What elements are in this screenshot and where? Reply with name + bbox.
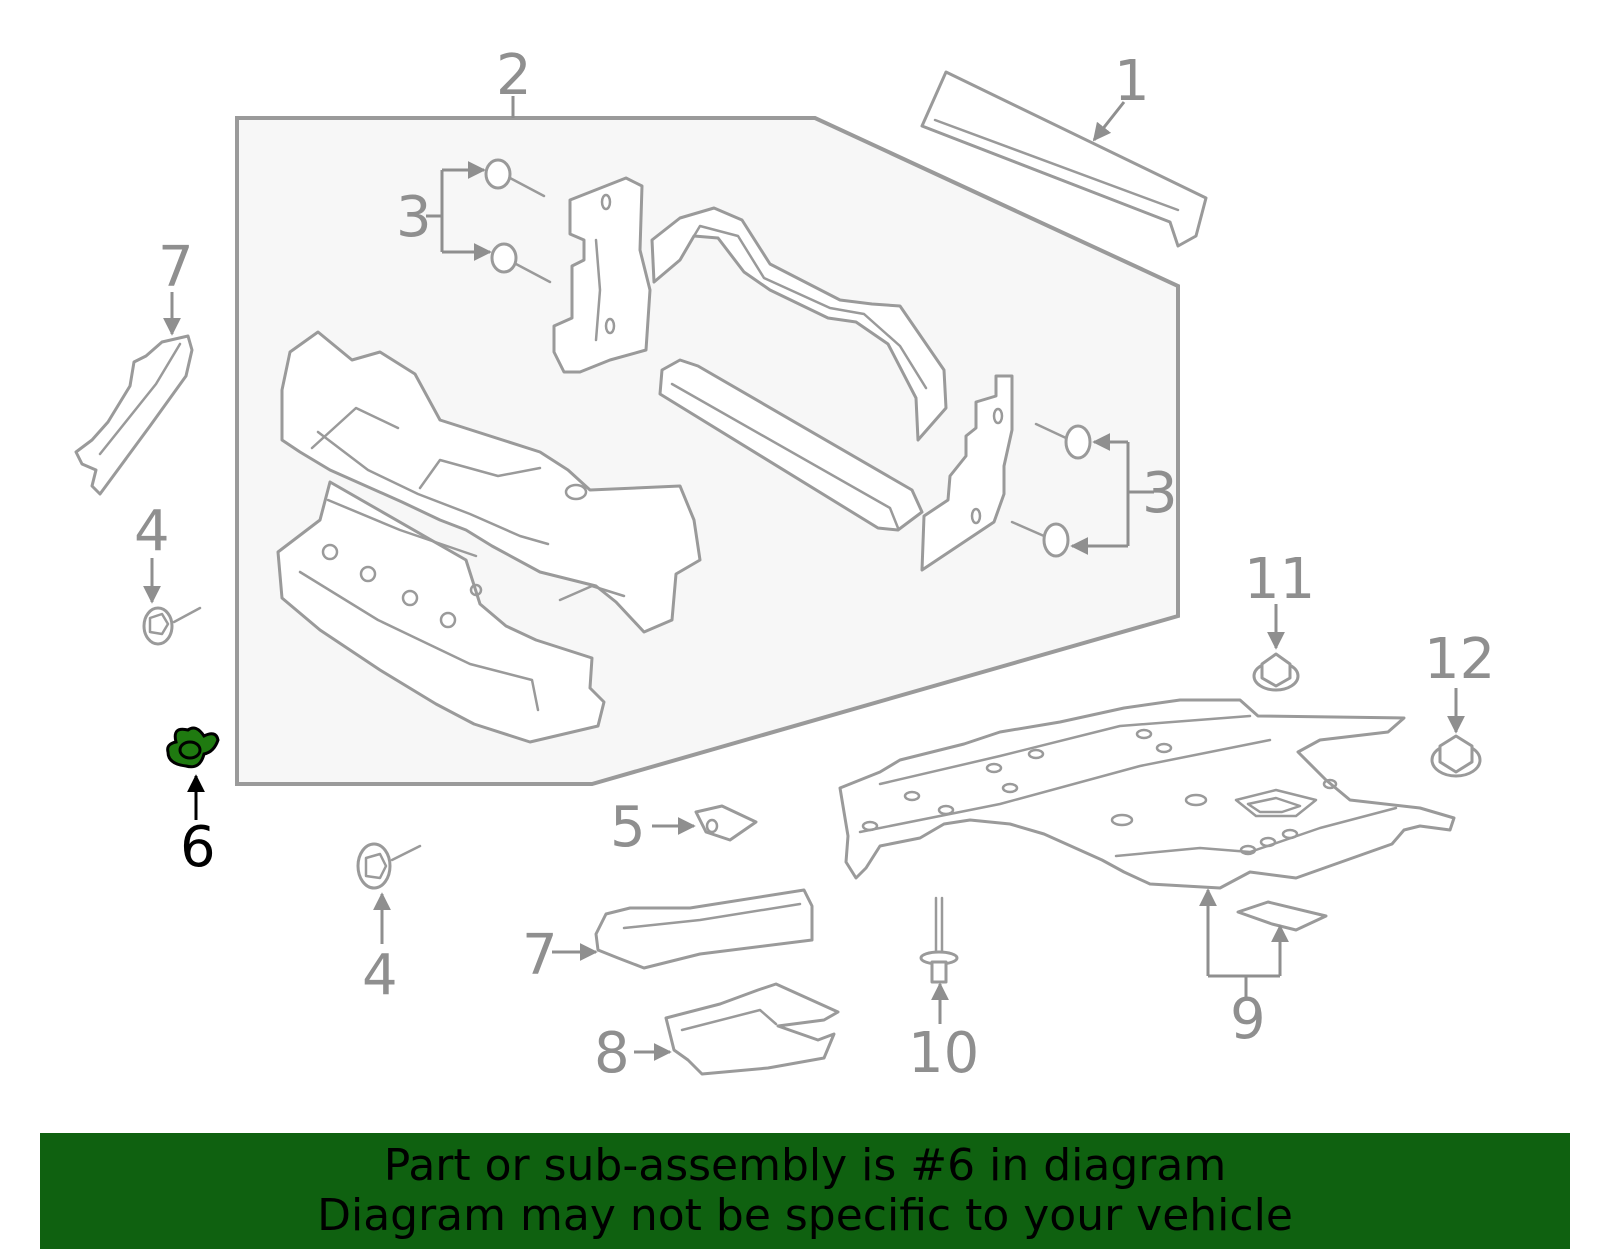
part-10-pin[interactable] — [919, 896, 959, 984]
callout-10: 10 — [908, 1021, 979, 1086]
callout-6: 6 — [180, 815, 216, 880]
callout-11: 11 — [1244, 547, 1315, 612]
callout-7-upper: 7 — [158, 235, 194, 300]
bolt-3-upper-1[interactable] — [484, 158, 546, 198]
bolt-3-right-2[interactable] — [1010, 520, 1070, 558]
part-5-clip[interactable] — [694, 804, 758, 842]
part-2-radiator-support[interactable] — [276, 330, 702, 744]
upper-cross-member[interactable] — [650, 206, 948, 442]
part-1-rail[interactable] — [920, 70, 1208, 248]
part-6-clip-highlighted[interactable] — [166, 726, 220, 769]
callout-4-upper: 4 — [134, 499, 170, 564]
bracket-right[interactable] — [920, 374, 1014, 572]
part-12-nut[interactable] — [1430, 734, 1482, 778]
part-9-undercover[interactable] — [838, 698, 1456, 932]
callout-7-lower: 7 — [522, 923, 558, 988]
info-banner: Part or sub-assembly is #6 in diagram Di… — [40, 1133, 1570, 1249]
callout-2: 2 — [496, 43, 532, 108]
callout-8: 8 — [594, 1021, 630, 1086]
leader-lines — [143, 96, 1465, 1061]
lower-cross-member[interactable] — [658, 358, 924, 532]
part-4-bolt-upper[interactable] — [142, 606, 202, 646]
bolt-3-right-1[interactable] — [1034, 422, 1092, 460]
callout-9: 9 — [1230, 987, 1266, 1052]
callout-3-right: 3 — [1142, 461, 1178, 526]
part-7-lower-bracket[interactable] — [594, 888, 814, 970]
banner-line-1: Part or sub-assembly is #6 in diagram — [383, 1140, 1227, 1191]
part-7-left-bracket[interactable] — [74, 334, 194, 496]
part-8-deflector[interactable] — [664, 982, 840, 1076]
part-11-nut[interactable] — [1252, 652, 1300, 692]
callout-5: 5 — [610, 795, 646, 860]
bolt-3-upper-2[interactable] — [490, 242, 552, 284]
bracket-left-upper[interactable] — [552, 176, 652, 374]
callout-1: 1 — [1114, 49, 1150, 114]
callout-12: 12 — [1424, 627, 1495, 692]
callout-3-upper: 3 — [396, 185, 432, 250]
banner-line-2: Diagram may not be specific to your vehi… — [317, 1190, 1293, 1241]
callout-4-lower: 4 — [362, 943, 398, 1008]
part-4-bolt-lower[interactable] — [356, 842, 422, 890]
